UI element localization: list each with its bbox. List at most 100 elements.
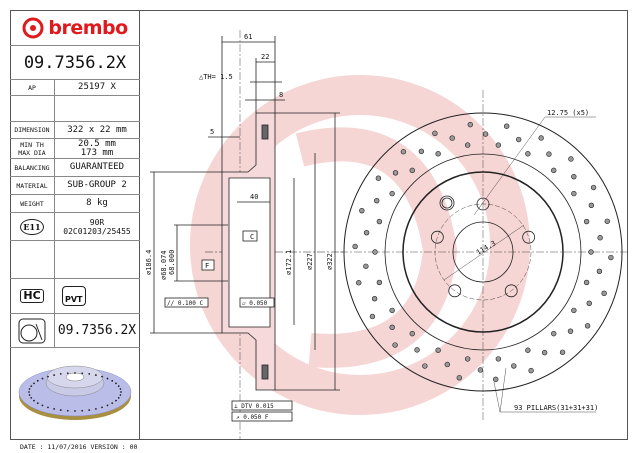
drill-hole: [352, 243, 358, 250]
drill-hole: [449, 135, 455, 141]
render-hole: [66, 372, 69, 375]
section-view: [150, 30, 345, 440]
drill-hole: [456, 375, 463, 381]
render-hole: [120, 391, 122, 393]
dim-40: 40: [250, 193, 258, 201]
drill-hole: [586, 300, 592, 307]
front-view: [340, 90, 628, 420]
ece-number: 02C01203/25455: [63, 226, 131, 236]
drill-hole: [392, 342, 398, 348]
render-hole: [59, 373, 62, 375]
drill-hole: [356, 280, 362, 286]
dim-61: 61: [244, 33, 252, 41]
hc-icon: HC: [20, 289, 44, 303]
brand-name: brembo: [48, 16, 128, 39]
drill-hole: [435, 151, 441, 157]
render-hole: [28, 391, 30, 393]
drill-hole: [571, 173, 577, 180]
render-hole: [47, 375, 49, 378]
drill-hole: [482, 131, 489, 137]
render-hole: [36, 379, 39, 382]
balancing-value: GUARANTEED: [69, 162, 125, 172]
drill-hole: [389, 324, 395, 331]
dim-22: 22: [261, 53, 269, 61]
part-number: 09.7356.2X: [23, 52, 127, 73]
render-hole: [33, 382, 35, 385]
dim-322: ∅322: [326, 253, 334, 270]
render-hole: [94, 408, 97, 410]
drill-hole: [376, 218, 383, 225]
render-hole: [30, 396, 33, 399]
bolt-hole: [448, 284, 462, 298]
drill-hole: [422, 363, 428, 369]
drill-hole: [363, 263, 369, 269]
drill-hole: [571, 190, 577, 197]
render-hole: [74, 372, 76, 374]
render-hole: [53, 408, 56, 410]
dim-th: △TH= 1.5: [199, 73, 233, 81]
ap-label: AP: [10, 80, 55, 95]
drill-hole: [464, 356, 471, 362]
drill-hole: [477, 367, 484, 373]
drill-hole: [588, 202, 595, 209]
render-hole: [119, 394, 122, 396]
render-hole: [101, 375, 103, 378]
balancing-label: BALANCING: [10, 159, 55, 176]
render-hole: [81, 372, 84, 375]
render-hole: [106, 377, 109, 380]
drill-hole: [363, 229, 370, 236]
render-hole: [30, 385, 33, 388]
drill-hole: [464, 142, 471, 148]
brembo-logo-icon: [22, 17, 44, 38]
drill-hole: [375, 175, 382, 181]
drill-hole: [371, 295, 378, 302]
part-number-repeat: 09.7356.2X: [57, 323, 137, 338]
bolt-hole: [522, 230, 536, 244]
drill-hole: [597, 235, 603, 241]
drill-hole: [551, 167, 557, 174]
bolt-hole: [504, 284, 518, 298]
weight-label: WEIGHT: [10, 195, 55, 212]
dimension-labels: 61 22 △TH= 1.5 8 5 40 C F // 0.100 C ▱ 0…: [145, 33, 334, 421]
drill-hole: [369, 313, 376, 320]
render-hole: [94, 374, 97, 376]
datum-c: C: [250, 233, 254, 241]
render-hole: [53, 374, 56, 376]
drill-hole: [376, 279, 383, 286]
drill-hole: [493, 376, 499, 383]
drill-hole: [414, 347, 420, 353]
pvt-icon: PVT: [62, 286, 86, 306]
drill-hole: [559, 349, 566, 355]
render-hole: [33, 399, 35, 402]
render-hole: [115, 399, 117, 402]
material-label: MATERIAL: [10, 177, 55, 194]
dim-227: ∅227: [306, 253, 314, 270]
drill-hole: [374, 197, 380, 204]
dim-68-max: ∅68.074: [160, 250, 168, 280]
drill-hole: [435, 347, 441, 353]
tol-dtv: ⊥ DTV 0.015: [234, 403, 274, 410]
material-value: SUB-GROUP 2: [67, 180, 127, 190]
date-version: DATE : 11/07/2016 VERSION : 00: [20, 443, 138, 451]
drill-hole: [495, 356, 502, 362]
drill-hole: [608, 254, 614, 261]
drill-hole: [418, 148, 425, 155]
bolt-hole: [430, 230, 444, 244]
drill-hole: [495, 142, 502, 148]
tol-runout: ↗ 0.050 F: [236, 414, 269, 421]
drill-hole: [432, 130, 438, 137]
ap-value: 25197 X: [78, 82, 116, 92]
drill-hole: [601, 290, 607, 297]
drill-hole: [400, 149, 407, 155]
drill-hole: [541, 349, 548, 356]
dimension-value: 322 x 22 mm: [67, 124, 127, 135]
drill-hole: [525, 151, 531, 157]
drill-hole: [389, 190, 395, 197]
max-dia-value: 173 mm: [80, 147, 114, 158]
min-th-label: MIN TH: [20, 140, 44, 149]
render-hole: [106, 404, 109, 407]
render-hole: [28, 394, 31, 396]
render-hole: [115, 382, 117, 385]
drill-hole: [409, 167, 415, 174]
render-hole: [59, 409, 62, 411]
